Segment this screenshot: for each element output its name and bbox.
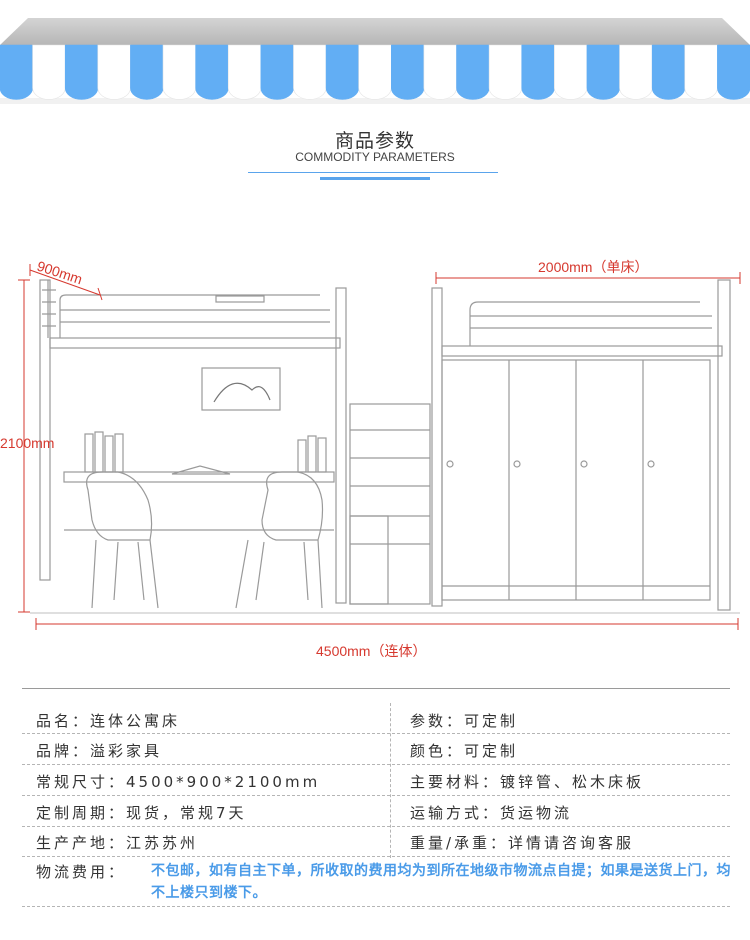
row-divider <box>22 826 730 827</box>
awning-stripe <box>554 44 588 100</box>
awning-stripe <box>260 44 294 100</box>
table-top-rule <box>22 688 730 689</box>
awning-stripe <box>619 44 653 100</box>
chair-left <box>86 471 153 541</box>
awning-stripe <box>0 44 33 100</box>
section-title: 商品参数 <box>334 130 415 152</box>
awning-stripe <box>358 44 392 100</box>
section-subtitle: COMMODITY PARAMETERS <box>295 150 455 164</box>
product-illustration: 900mm 2000mm（单床） 2100mm 4500mm（连体） <box>0 258 741 659</box>
row-divider <box>22 795 730 796</box>
awning-shadow <box>0 98 750 104</box>
awning-stripe <box>651 44 686 100</box>
ladder-unit <box>349 403 431 605</box>
row-divider <box>22 856 730 857</box>
row-divider <box>22 733 730 734</box>
awning-stripe <box>195 44 229 100</box>
awning-stripe <box>423 44 457 100</box>
awning-stripe <box>32 44 66 100</box>
desk-top <box>63 471 335 483</box>
awning-stripe <box>130 44 164 100</box>
awning-stripe <box>227 44 262 100</box>
awning-stripes <box>0 44 750 100</box>
title-underline-accent <box>320 177 430 180</box>
awning-stripe <box>162 44 196 100</box>
spec-brand: 品牌：溢彩家具 <box>36 742 163 760</box>
table-bottom-rule <box>22 906 730 907</box>
right-bed-frame <box>441 345 723 357</box>
spec-product-name: 品名：连体公寓床 <box>36 712 181 730</box>
left-bed-frame <box>49 337 341 349</box>
wall-picture <box>201 367 281 411</box>
spec-parameters: 参数：可定制 <box>410 712 519 730</box>
depth-dimension-line <box>29 269 101 296</box>
dimension-length-total: 4500mm（连体） <box>316 643 426 659</box>
awning-stripe <box>64 44 99 100</box>
dimension-length-single: 2000mm（单床） <box>538 259 648 275</box>
dimension-depth: 900mm <box>35 258 84 288</box>
awning-stripe <box>586 44 620 100</box>
awning-stripe <box>325 44 359 100</box>
awning-stripe <box>293 44 327 100</box>
awning-banner <box>0 18 750 104</box>
awning-stripe <box>456 44 490 100</box>
chair-right <box>261 471 324 541</box>
spec-shipping: 运输方式：货运物流 <box>410 804 573 822</box>
logistics-note: 不包邮，如有自主下单，所收取的费用均为到所在地级市物流点自提；如果是送货上门，均… <box>151 863 731 901</box>
awning-roof <box>0 18 750 45</box>
right-post <box>717 279 731 611</box>
spec-weight: 重量/承重：详情请咨询客服 <box>410 834 635 852</box>
awning-stripe <box>521 44 555 100</box>
awning-stripe <box>717 44 750 100</box>
spec-lead-time: 定制周期：现货，常规7天 <box>36 804 247 822</box>
spec-origin: 生产产地：江苏苏州 <box>36 834 199 852</box>
spec-material: 主要材料：镀锌管、松木床板 <box>410 773 645 791</box>
center-post-left <box>335 287 347 604</box>
spec-color: 颜色：可定制 <box>410 742 519 760</box>
row-divider <box>22 764 730 765</box>
logistics-label: 物流费用： <box>36 863 127 881</box>
spec-size: 常规尺寸：4500*900*2100mm <box>36 773 321 791</box>
table-column-divider <box>390 703 391 858</box>
title-underline <box>248 172 498 173</box>
awning-stripe <box>391 44 425 100</box>
dimension-height: 2100mm <box>0 435 54 451</box>
left-post <box>39 279 51 581</box>
awning-stripe <box>97 44 131 100</box>
awning-stripe <box>488 44 523 100</box>
center-post-right <box>431 287 443 607</box>
awning-stripe <box>684 44 718 100</box>
